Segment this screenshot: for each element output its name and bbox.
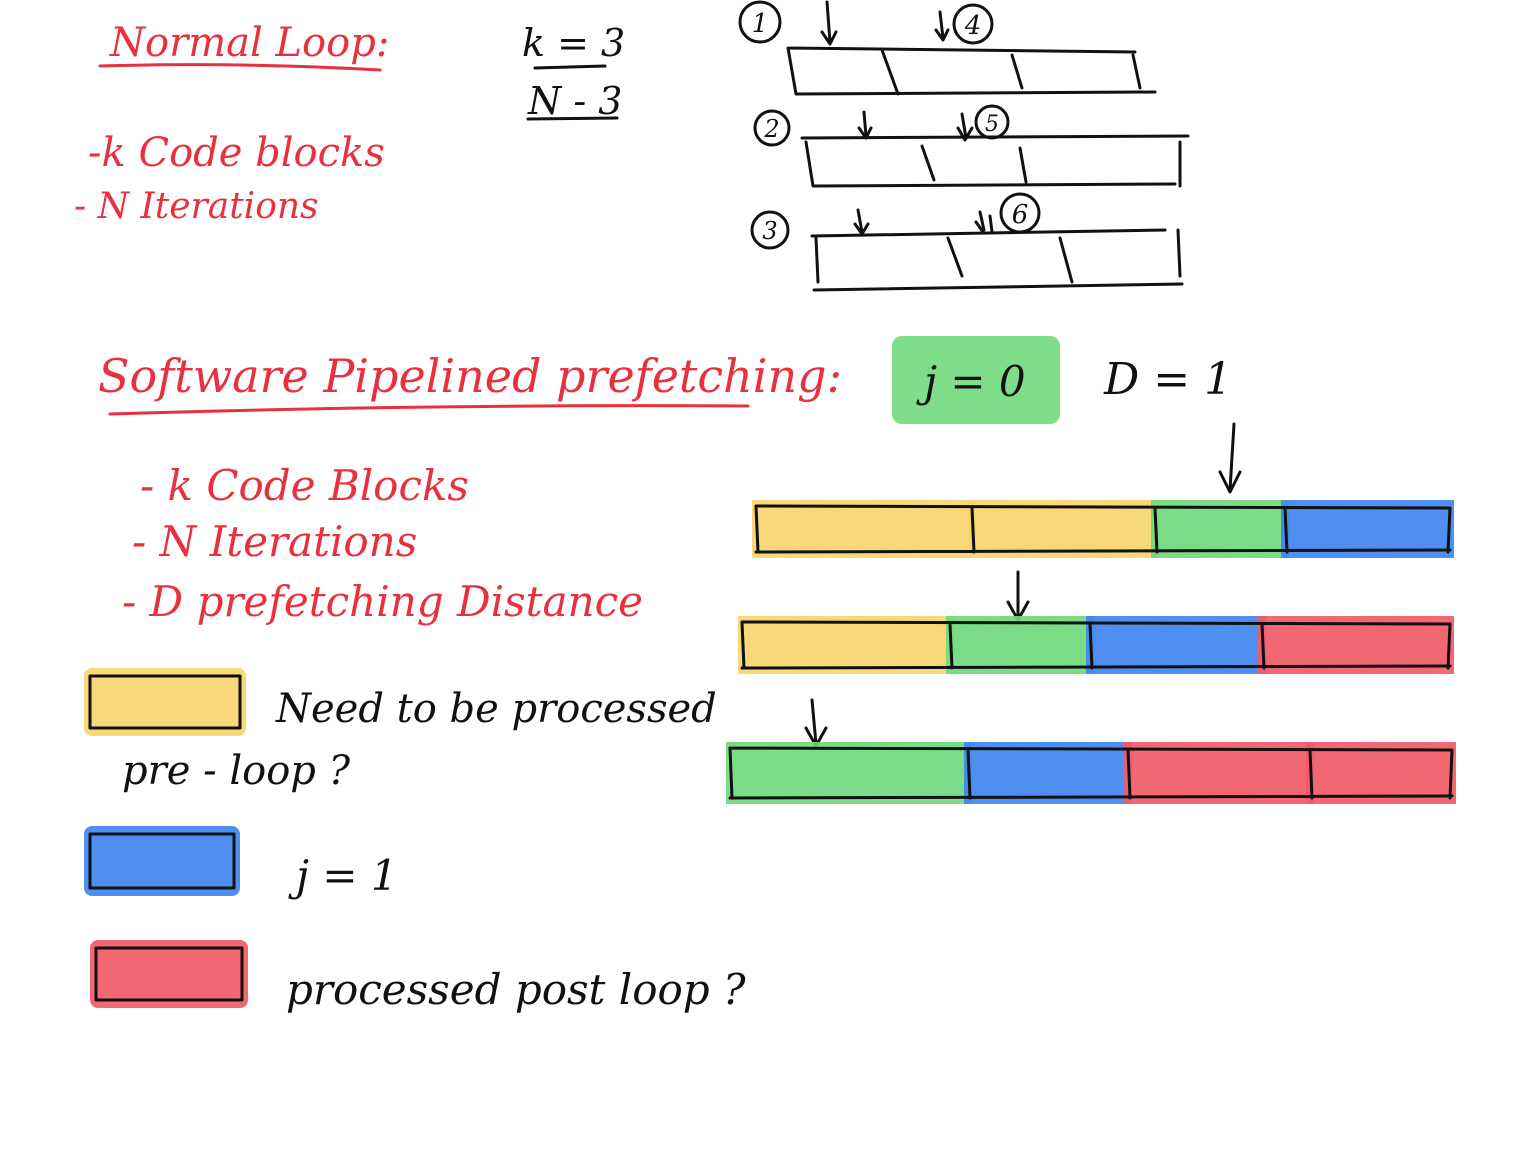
k-value-underline — [533, 64, 607, 70]
row-number-circle — [738, 0, 782, 44]
legend-swatch-blue — [84, 826, 240, 896]
n-value-underline — [526, 116, 619, 121]
row-number: 2 — [763, 115, 779, 143]
arrow-down-icon — [956, 112, 974, 142]
pipelined-item-2: - N Iterations — [132, 517, 417, 566]
legend-swatch-yellow — [84, 668, 246, 736]
pipeline-bars — [726, 500, 1456, 804]
legend-blue-text: j = 1 — [288, 851, 398, 900]
legend-swatch-red — [90, 940, 248, 1008]
row-number: 3 — [762, 217, 777, 245]
legend: Need to be processed pre - loop ? j = 1 … — [84, 668, 746, 1014]
arrow-down-icon — [853, 208, 870, 236]
bar-segment-yellow — [968, 500, 1159, 558]
pipelined-item-3: - D prefetching Distance — [122, 577, 643, 626]
arrow-down-icon — [857, 110, 873, 140]
step-number: 4 — [964, 11, 982, 41]
code-block-bar — [800, 134, 1190, 188]
legend-red-text: processed post loop ? — [286, 965, 746, 1014]
legend-swatch-outline — [88, 832, 236, 890]
bar-segment-yellow — [738, 616, 954, 674]
bar-segment-green — [1151, 500, 1289, 558]
row-number-circle — [750, 210, 790, 250]
legend-yellow-text-2: pre - loop ? — [122, 748, 351, 794]
row-number-circle — [753, 109, 791, 147]
bar-segment-yellow — [752, 500, 976, 558]
d-value-label: D = 1 — [1103, 354, 1232, 405]
iteration-row-1: 1 4 — [738, 0, 1157, 96]
row-number: 1 — [752, 9, 769, 39]
k-value-label: k = 3 — [522, 21, 625, 65]
normal-loop-title-underline — [98, 63, 382, 72]
normal-loop-title: Normal Loop: — [109, 20, 389, 66]
step-number: 6 — [1012, 200, 1029, 230]
bar-segment-green — [726, 742, 972, 804]
bar-segment-red — [1306, 742, 1456, 804]
arrow-down-icon — [1006, 570, 1030, 622]
pipelined-item-1: - k Code Blocks — [140, 461, 469, 510]
normal-loop-item-2: - N Iterations — [74, 186, 319, 227]
iteration-row-3: 3 6 — [750, 192, 1184, 292]
legend-swatches — [84, 668, 248, 1008]
pipelined-title: Software Pipelined prefetching: — [98, 349, 842, 403]
arrow-down-icon — [1218, 422, 1242, 494]
bar-segment-red — [1258, 616, 1454, 674]
n-value-label: N - 3 — [527, 79, 622, 123]
arrow-down-icon — [974, 210, 994, 234]
arrow-down-icon — [934, 10, 950, 42]
legend-yellow-text: Need to be processed — [275, 686, 717, 732]
bar-segment-red — [1124, 742, 1314, 804]
bar-outline — [740, 620, 1452, 670]
j-zero-label: j = 0 — [916, 357, 1026, 406]
bar-segment-blue — [964, 742, 1132, 804]
code-block-bar — [786, 46, 1157, 96]
bar-segment-green — [946, 616, 1094, 674]
bar-segment-blue — [1281, 500, 1454, 558]
bar-outline — [728, 746, 1454, 800]
legend-swatch-outline — [88, 674, 242, 730]
step-number: 5 — [985, 112, 999, 137]
j-zero-highlight — [892, 336, 1060, 424]
legend-swatch-outline — [94, 946, 244, 1002]
bar-outline — [754, 504, 1452, 554]
step-circle — [952, 3, 994, 45]
code-block-bar — [810, 228, 1184, 292]
pipelined-section: Software Pipelined prefetching: - k Code… — [98, 336, 1456, 804]
arrow-down-icon — [820, 0, 838, 46]
arrow-down-icon — [804, 698, 828, 748]
normal-loop-section: Normal Loop: -k Code blocks - N Iteratio… — [74, 0, 1190, 292]
iteration-row-2: 2 5 — [753, 104, 1190, 188]
normal-loop-item-1: -k Code blocks — [88, 130, 385, 176]
pipelined-title-underline — [108, 404, 750, 416]
bar-segment-blue — [1086, 616, 1266, 674]
